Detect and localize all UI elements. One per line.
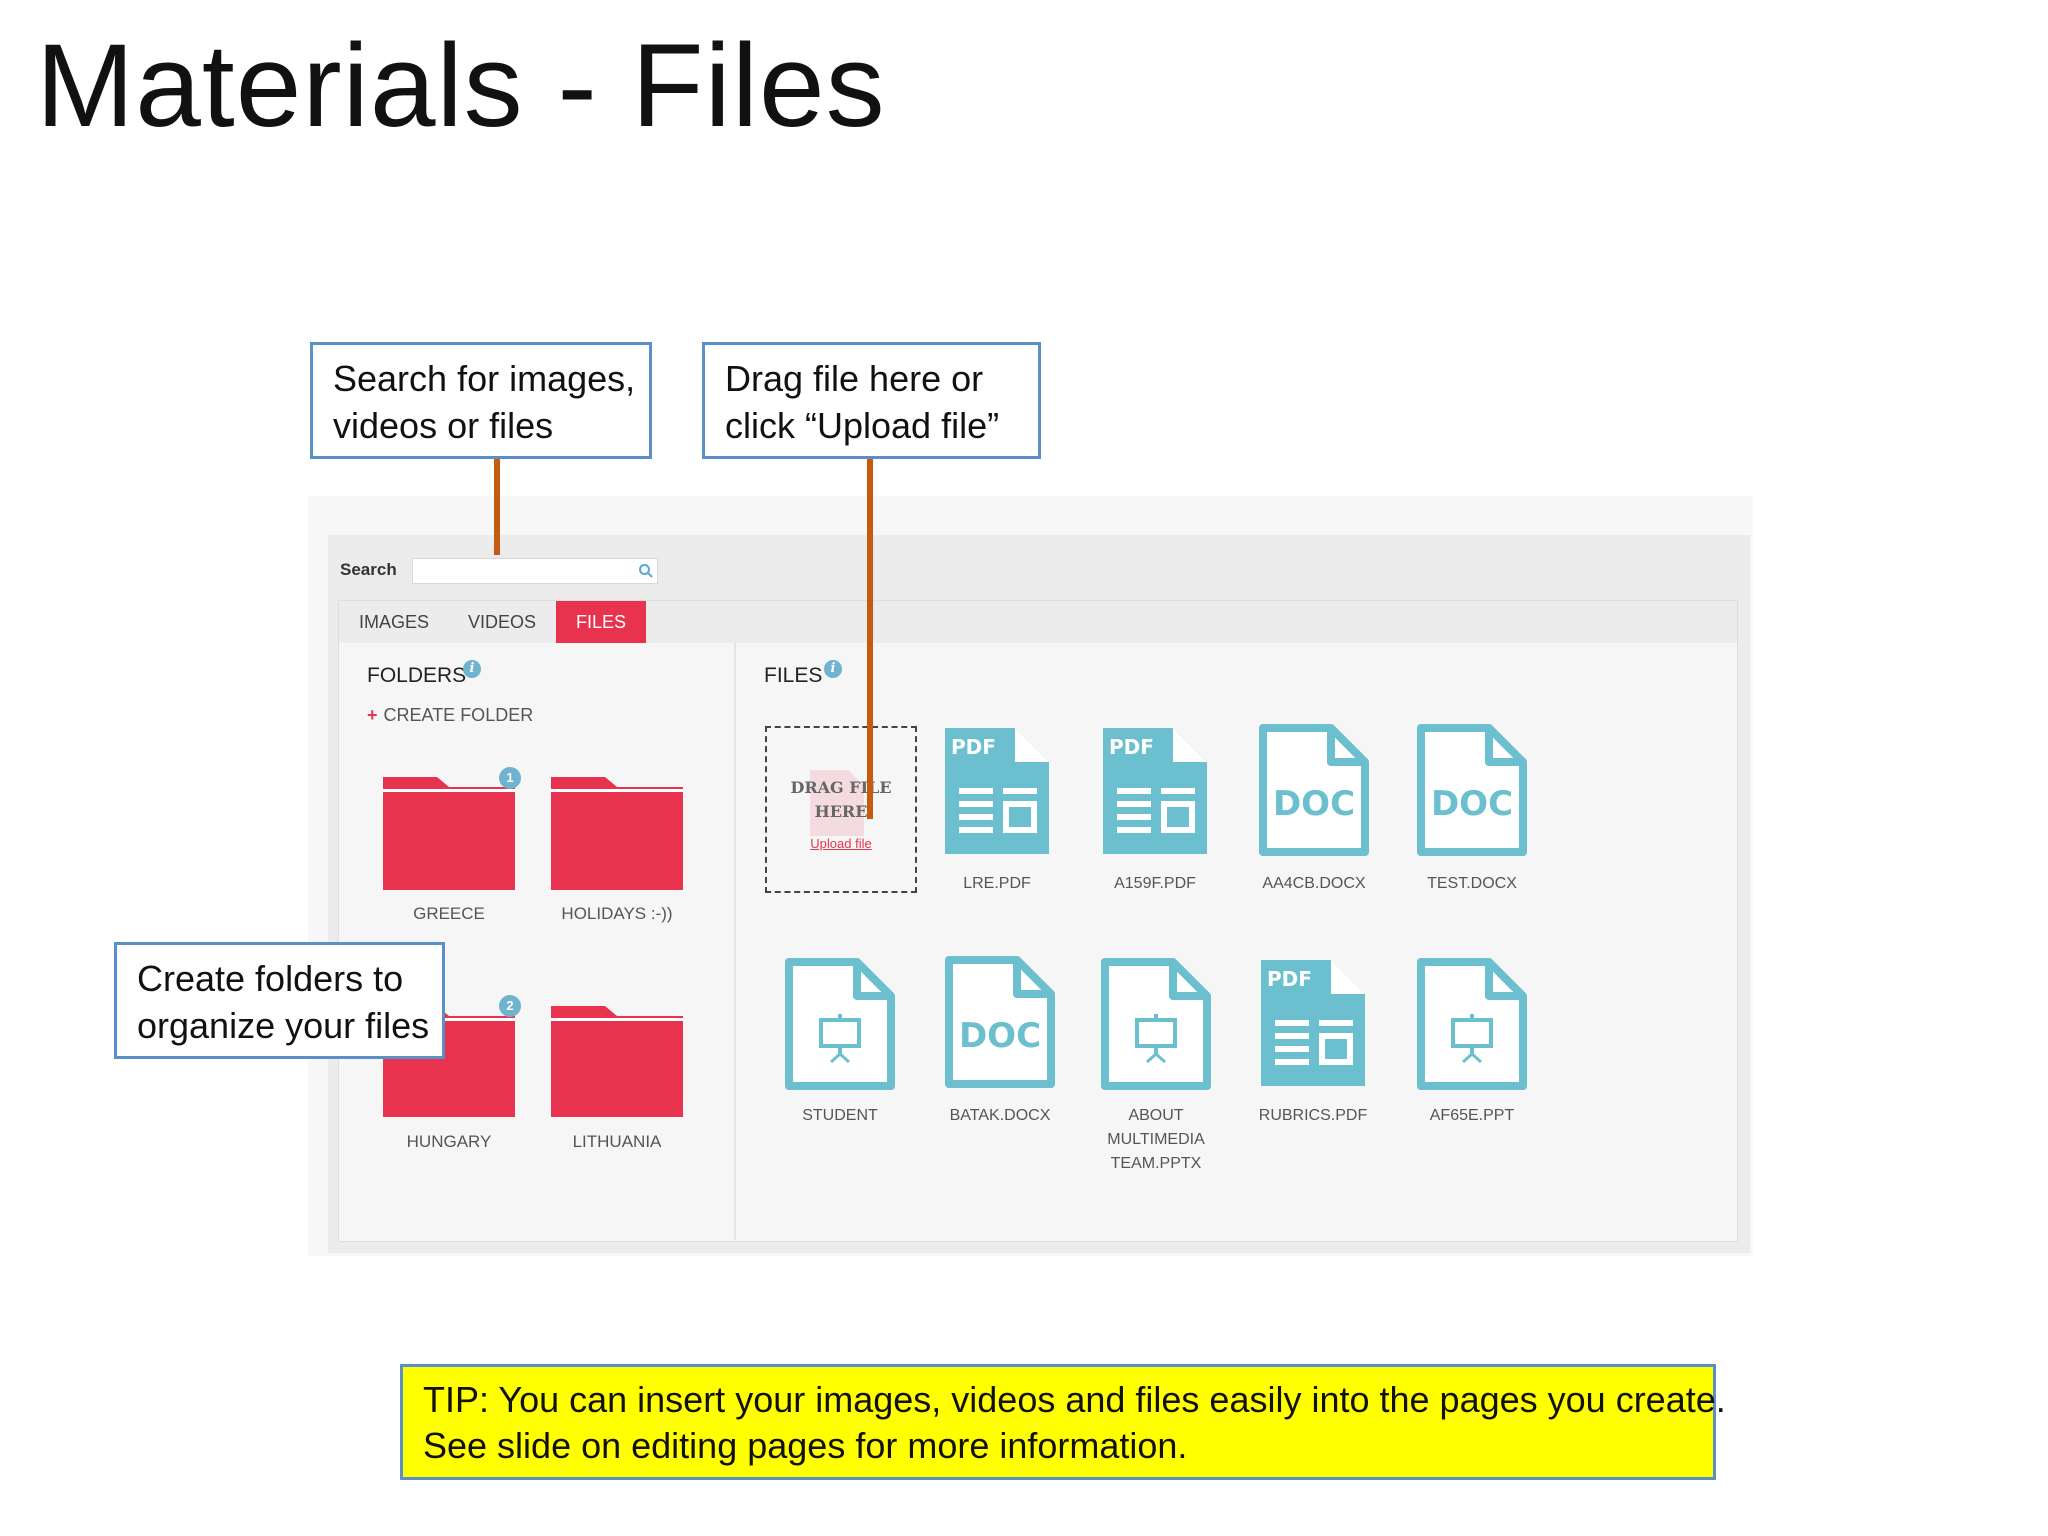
tip-box: TIP: You can insert your images, videos … xyxy=(400,1364,1726,1480)
file-label-line: MULTIMEDIA xyxy=(1107,1131,1205,1148)
upload-callout-line-2: click “Upload file” xyxy=(725,405,1000,446)
create-folder-label: CREATE FOLDER xyxy=(383,705,534,725)
doc-tag: DOC xyxy=(1273,784,1355,824)
file-label-line: ABOUT xyxy=(1128,1107,1184,1124)
pdf-file-icon[interactable]: PDF xyxy=(1101,726,1209,856)
search-callout-line-1: Search for images, xyxy=(333,358,636,399)
file-label[interactable]: ABOUT MULTIMEDIA TEAM.PPTX xyxy=(1076,1104,1236,1176)
file-label[interactable]: A159F.PDF xyxy=(1114,875,1196,892)
file-label[interactable]: AA4CB.DOCX xyxy=(1262,875,1366,892)
panel-divider xyxy=(734,643,736,1240)
folder-icon[interactable] xyxy=(551,774,683,890)
upload-callout-line-1: Drag file here or xyxy=(725,358,984,399)
pdf-tag: PDF xyxy=(1109,735,1154,759)
doc-tag: DOC xyxy=(1431,784,1513,824)
ghost-file-icon xyxy=(810,770,864,836)
folder-label[interactable]: LITHUANIA xyxy=(572,1132,662,1151)
presentation-file-icon[interactable] xyxy=(1101,958,1211,1090)
search-icon[interactable] xyxy=(638,563,654,579)
folders-callout-line-1: Create folders to xyxy=(137,958,404,999)
folders-callout: Create folders to organize your files xyxy=(114,942,445,1059)
tab-videos[interactable]: VIDEOS xyxy=(467,612,537,632)
doc-file-icon[interactable]: DOC xyxy=(945,956,1055,1088)
doc-tag: DOC xyxy=(959,1016,1041,1056)
tip-line-2: See slide on editing pages for more info… xyxy=(423,1425,1188,1466)
file-label[interactable]: STUDENT xyxy=(802,1107,878,1124)
file-label[interactable]: BATAK.DOCX xyxy=(949,1107,1051,1124)
folders-heading: FOLDERS xyxy=(367,664,467,687)
doc-file-icon[interactable]: DOC xyxy=(1259,724,1369,856)
search-input[interactable] xyxy=(412,558,658,584)
files-heading: FILES xyxy=(764,664,823,687)
tab-files[interactable]: FILES xyxy=(556,601,646,643)
upload-callout: Drag file here or click “Upload file” xyxy=(702,342,1041,459)
files-info-icon[interactable]: i xyxy=(824,660,842,678)
slide-title: Materials - Files xyxy=(36,20,886,152)
folder-icon[interactable] xyxy=(551,1003,683,1117)
file-dropzone[interactable] xyxy=(765,726,917,893)
presentation-file-icon[interactable] xyxy=(785,958,895,1090)
pdf-tag: PDF xyxy=(1267,967,1312,991)
file-label[interactable]: LRE.PDF xyxy=(963,875,1031,892)
pdf-file-icon[interactable]: PDF xyxy=(1259,958,1367,1088)
create-folder-button[interactable]: +CREATE FOLDER xyxy=(367,705,533,726)
upload-callout-connector xyxy=(867,455,873,819)
media-panel xyxy=(338,600,1738,1242)
pdf-tag: PDF xyxy=(951,735,996,759)
search-callout-connector xyxy=(494,455,500,555)
file-label[interactable]: RUBRICS.PDF xyxy=(1258,1107,1368,1124)
presentation-file-icon[interactable] xyxy=(1417,958,1527,1090)
file-label-line: TEAM.PPTX xyxy=(1110,1155,1202,1172)
search-callout: Search for images, videos or files xyxy=(310,342,652,459)
folders-info-icon[interactable]: i xyxy=(463,660,481,678)
folder-label[interactable]: HOLIDAYS :-)) xyxy=(561,904,673,923)
folder-count-badge: 2 xyxy=(499,995,521,1017)
search-callout-line-2: videos or files xyxy=(333,405,554,446)
dropzone-line-1: DRAG FILE xyxy=(790,778,892,797)
upload-file-link[interactable]: Upload file xyxy=(810,836,872,851)
folders-callout-line-2: organize your files xyxy=(137,1005,430,1046)
file-label[interactable]: AF65E.PPT xyxy=(1429,1107,1515,1124)
folder-label[interactable]: GREECE xyxy=(413,904,485,923)
plus-icon: + xyxy=(367,705,378,725)
search-label: Search xyxy=(340,560,397,579)
folder-count-badge: 1 xyxy=(499,767,521,789)
tip-line-1: TIP: You can insert your images, videos … xyxy=(423,1379,1726,1420)
dropzone-line-2: HERE xyxy=(814,802,868,821)
tab-images[interactable]: IMAGES xyxy=(358,612,429,632)
pdf-file-icon[interactable]: PDF xyxy=(943,726,1051,856)
doc-file-icon[interactable]: DOC xyxy=(1417,724,1527,856)
dropzone-text: DRAG FILE HERE xyxy=(765,776,917,824)
folder-icon[interactable] xyxy=(383,774,515,890)
folder-label[interactable]: HUNGARY xyxy=(406,1132,492,1151)
file-label[interactable]: TEST.DOCX xyxy=(1427,875,1517,892)
